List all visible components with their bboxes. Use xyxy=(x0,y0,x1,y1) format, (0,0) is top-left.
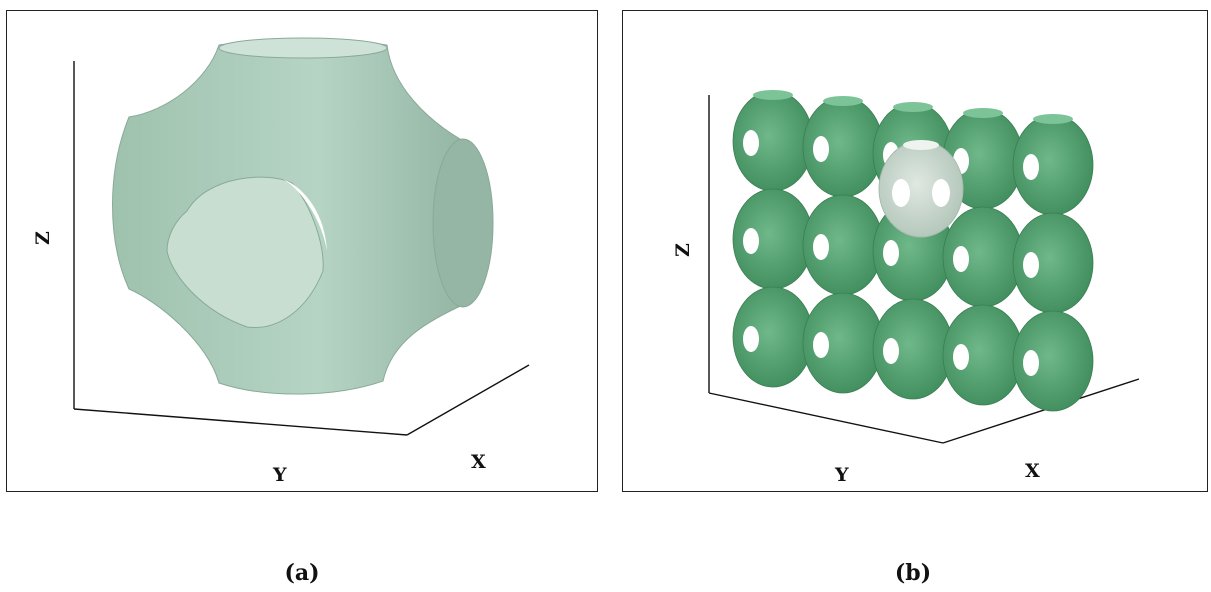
lattice-cells xyxy=(732,90,1094,412)
y-axis-label: Y xyxy=(272,464,287,486)
unit-cell-figure: Z Y X xyxy=(32,37,530,486)
panel-b-lattice: Z Y X xyxy=(622,10,1208,492)
lattice-cell xyxy=(1012,212,1094,314)
caption-b: (b) xyxy=(894,560,932,586)
caption-a: (a) xyxy=(284,560,320,586)
lattice-cell xyxy=(802,96,884,198)
unit-cell-surface xyxy=(112,37,494,395)
z-axis-label: Z xyxy=(32,231,54,245)
highlighted-unit-cell xyxy=(878,140,964,238)
lattice-cell xyxy=(942,206,1024,308)
lattice-cell xyxy=(732,90,814,192)
lattice-cell xyxy=(802,292,884,394)
lattice-cell xyxy=(942,304,1024,406)
axis-lines xyxy=(708,95,1140,444)
lattice-cell xyxy=(732,188,814,290)
x-axis-label: X xyxy=(471,451,486,473)
lattice-cell xyxy=(1012,114,1094,216)
y-axis-label: Y xyxy=(834,464,849,486)
axis-lines xyxy=(73,61,530,436)
lattice-cell xyxy=(872,298,954,400)
panel-a-unit-cell: Z Y X xyxy=(6,10,598,492)
lattice-cell xyxy=(1012,310,1094,412)
x-axis-label: X xyxy=(1025,460,1040,482)
lattice-cell xyxy=(802,194,884,296)
lattice-figure: Z Y X xyxy=(672,90,1140,486)
z-axis-label: Z xyxy=(672,243,694,257)
lattice-cell xyxy=(732,286,814,388)
